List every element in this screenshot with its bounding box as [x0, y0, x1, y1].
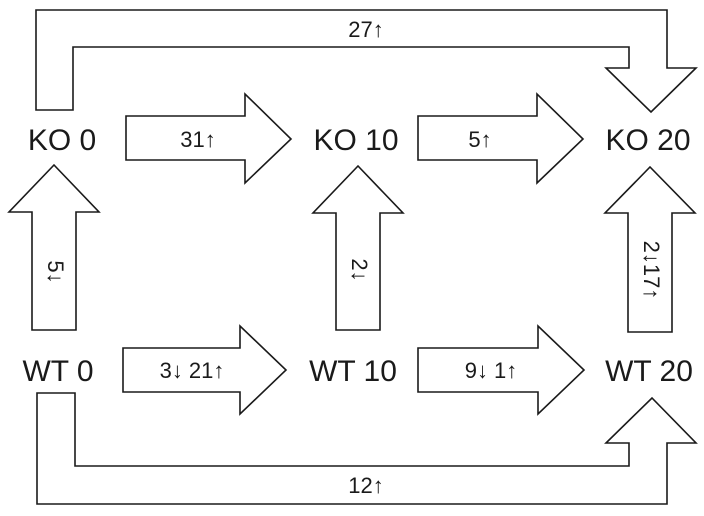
arrow-wt0-to-wt10 — [122, 324, 288, 416]
arrow-wt10-to-ko10 — [311, 164, 405, 331]
node-ko0: KO 0 — [28, 124, 96, 157]
arrow-wt10-to-wt20 — [417, 324, 586, 416]
node-ko20: KO 20 — [605, 124, 690, 157]
label-ko10-to-ko20: 5↑ — [468, 127, 491, 152]
node-wt0: WT 0 — [22, 355, 93, 388]
label-wt0-to-wt10: 3↓ 21↑ — [160, 358, 225, 383]
label-wt0-to-wt20: 12↑ — [348, 473, 383, 498]
node-wt20: WT 20 — [605, 355, 693, 388]
node-ko10: KO 10 — [313, 124, 398, 157]
arrow-wt0-to-ko0 — [7, 163, 101, 331]
arrow-ko0-to-ko20 — [35, 9, 698, 114]
label-ko0-to-ko10: 31↑ — [180, 127, 215, 152]
label-wt20-to-ko20: 2↓17↑ — [639, 241, 664, 300]
arrow-ko0-to-ko10 — [125, 92, 293, 185]
arrow-wt20-to-ko20 — [603, 165, 697, 333]
label-wt10-to-ko10: 2↓ — [347, 258, 372, 281]
label-ko0-to-ko20: 27↑ — [348, 17, 383, 42]
label-wt0-to-ko0: 5↓ — [43, 260, 68, 283]
node-wt10: WT 10 — [309, 355, 397, 388]
arrow-ko10-to-ko20 — [417, 92, 585, 185]
label-wt10-to-wt20: 9↓ 1↑ — [465, 358, 518, 383]
arrow-wt0-to-wt20 — [36, 392, 698, 505]
